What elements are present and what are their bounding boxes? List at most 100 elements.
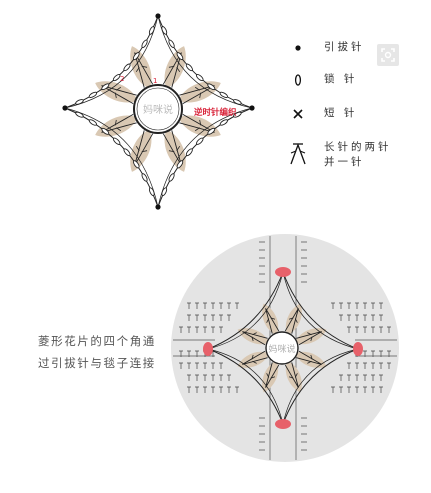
grid-stitch-mark bbox=[211, 374, 215, 381]
chain-stitch bbox=[219, 91, 228, 98]
petal bbox=[237, 350, 270, 368]
legend-label: 短 针 bbox=[324, 107, 358, 119]
grid-stitch-mark bbox=[355, 326, 359, 333]
petal bbox=[162, 129, 186, 172]
chain-edge bbox=[207, 271, 284, 350]
grid-stitch-mark bbox=[339, 314, 343, 321]
chain-stitch bbox=[168, 173, 175, 182]
grid-stitch-mark bbox=[379, 326, 383, 333]
grid-stitch-mark bbox=[187, 314, 191, 321]
top-center-watermark: 妈咪说 bbox=[143, 103, 173, 116]
petal-stitch-bar bbox=[168, 65, 181, 73]
grid-stitch-mark bbox=[211, 386, 215, 393]
blanket-stitch-grid bbox=[173, 236, 397, 460]
chain-stitch bbox=[88, 91, 98, 98]
chain-stitch bbox=[176, 160, 184, 169]
petal-shape bbox=[130, 129, 152, 172]
grid-stitch-mark bbox=[211, 302, 215, 309]
grid-stitch-mark bbox=[235, 386, 239, 393]
grid-stitch-mark bbox=[379, 374, 383, 381]
chain-stitch bbox=[176, 52, 184, 61]
legend-item-dc2tog: 长针的两针 并一针 bbox=[286, 140, 392, 170]
grid-stitch-mark bbox=[227, 374, 231, 381]
corner-dot-left bbox=[62, 105, 68, 111]
bottom-petal-group bbox=[237, 303, 327, 393]
petal-stitch-bar bbox=[288, 373, 298, 379]
petal-stitch-bar bbox=[194, 86, 202, 99]
petal bbox=[262, 360, 280, 393]
blanket-join-chart: 妈咪说 bbox=[171, 234, 399, 462]
chain-edge bbox=[282, 271, 359, 350]
top-center-ring bbox=[133, 84, 183, 134]
chain-edge bbox=[282, 348, 359, 425]
grid-stitch-mark bbox=[179, 362, 183, 369]
grid-stitch-mark bbox=[347, 302, 351, 309]
grid-stitch-mark bbox=[227, 302, 231, 309]
grid-stitch-mark bbox=[379, 302, 383, 309]
grid-stitch-mark bbox=[371, 326, 375, 333]
chain-stitch bbox=[141, 173, 148, 182]
petal-stitch bbox=[242, 331, 268, 346]
grid-stitch-mark bbox=[195, 362, 199, 369]
top-motif-chart: 妈咪说 逆时针编织 1 2 bbox=[62, 13, 255, 210]
petal bbox=[284, 303, 302, 336]
grid-stitch-mark bbox=[347, 386, 351, 393]
grid-stitch-mark bbox=[203, 374, 207, 381]
legend-label: 锁 针 bbox=[324, 73, 358, 85]
petal-stitch-bar bbox=[288, 317, 298, 323]
bottom-center-ring bbox=[265, 331, 299, 365]
grid-stitch-mark bbox=[187, 374, 191, 381]
chain-stitch bbox=[148, 187, 155, 197]
join-marker-bottom bbox=[275, 419, 291, 429]
petal-stitch-bar bbox=[266, 317, 276, 323]
oval-icon bbox=[286, 72, 310, 88]
top-chain-stitches bbox=[75, 26, 242, 197]
expand-image-button[interactable] bbox=[377, 44, 399, 66]
grid-stitch-mark bbox=[363, 314, 367, 321]
top-center-ring-inner bbox=[136, 87, 180, 131]
grid-stitch-mark bbox=[219, 374, 223, 381]
grid-stitch-mark bbox=[379, 362, 383, 369]
grid-stitch-mark bbox=[195, 326, 199, 333]
legend-item-single-crochet: 短 针 bbox=[286, 106, 357, 122]
grid-stitch-mark bbox=[371, 302, 375, 309]
petal-stitch-bar bbox=[135, 145, 148, 153]
round-label-1: 1 bbox=[153, 77, 157, 85]
grid-stitch-mark bbox=[363, 362, 367, 369]
legend-item-chain: 锁 针 bbox=[286, 72, 357, 88]
grid-stitch-mark bbox=[371, 314, 375, 321]
petal-stitch bbox=[101, 113, 137, 133]
chain-stitch bbox=[132, 52, 140, 61]
chain-stitch bbox=[75, 111, 84, 118]
grid-stitch-mark bbox=[331, 302, 335, 309]
grid-stitch-mark bbox=[219, 362, 223, 369]
grid-stitch-mark bbox=[219, 302, 223, 309]
petal-stitch bbox=[162, 52, 182, 88]
join-marker-top bbox=[275, 267, 291, 277]
chain-stitch bbox=[123, 148, 131, 157]
grid-stitch-mark bbox=[187, 326, 191, 333]
chain-stitch bbox=[185, 63, 193, 72]
petal-stitch bbox=[179, 113, 215, 133]
petal-stitch bbox=[284, 308, 299, 334]
grid-stitch-mark bbox=[339, 302, 343, 309]
grid-stitch-mark bbox=[235, 302, 239, 309]
grid-stitch-mark bbox=[347, 314, 351, 321]
chain-stitch bbox=[75, 99, 84, 105]
petal-stitch-bar bbox=[168, 145, 181, 153]
petal bbox=[294, 350, 327, 368]
grid-stitch-mark bbox=[347, 326, 351, 333]
petal-stitch bbox=[296, 350, 322, 365]
grid-stitch-mark bbox=[211, 362, 215, 369]
chain-stitch bbox=[123, 63, 131, 72]
grid-stitch-mark bbox=[355, 386, 359, 393]
petal-stitch-bar bbox=[114, 86, 122, 99]
corner-dot-bottom bbox=[155, 204, 161, 210]
petal-stitch-bar bbox=[307, 332, 313, 342]
legend-label: 长针的两针 并一针 bbox=[324, 141, 392, 168]
grid-stitch-mark bbox=[203, 302, 207, 309]
grid-stitch-mark bbox=[195, 386, 199, 393]
petal-stitch bbox=[242, 350, 268, 365]
chain-stitch bbox=[233, 99, 242, 105]
